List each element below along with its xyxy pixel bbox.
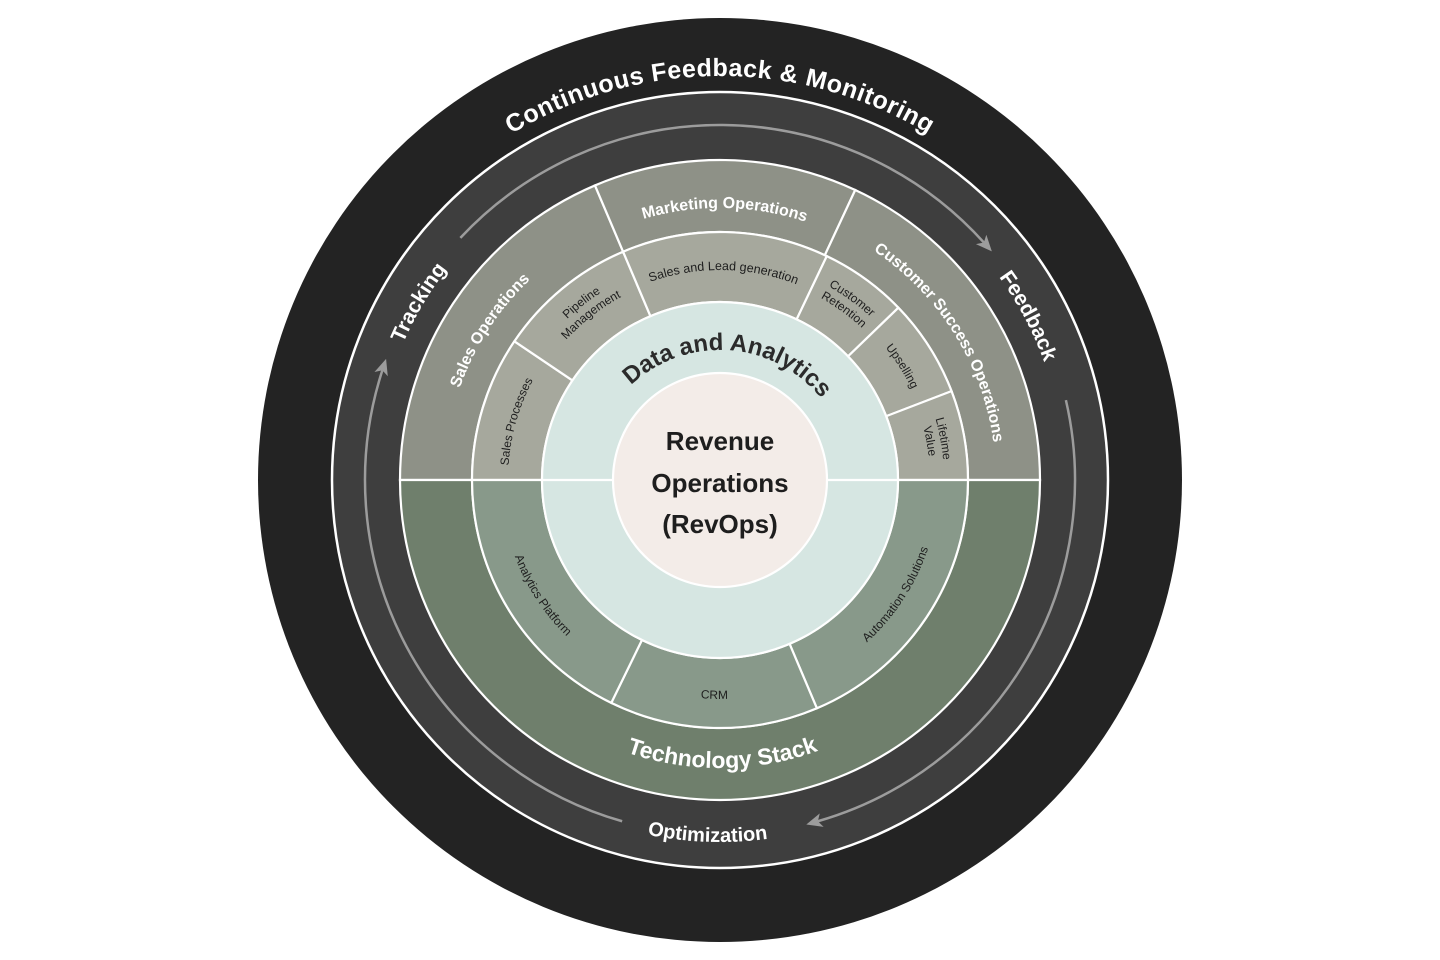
- subsection-label-crm: CRM: [700, 687, 728, 702]
- arrow-tracking-to-feedback: [459, 123, 992, 252]
- arrow-feedback-to-optimization: [806, 399, 1077, 827]
- center-title-line3: (RevOps): [662, 509, 778, 539]
- center-circle: [611, 371, 829, 589]
- arrow-optimization-to-tracking: [363, 358, 623, 823]
- subsection-label-lifetime-line2: Value: [920, 425, 939, 458]
- center-title-line2: Operations: [651, 468, 788, 498]
- center-title-line1: Revenue: [666, 426, 774, 456]
